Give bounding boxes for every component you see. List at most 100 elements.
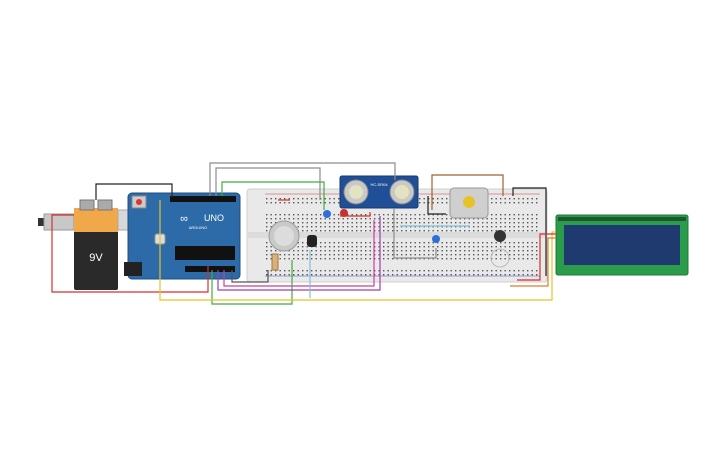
breadboard-hole: [405, 246, 407, 248]
breadboard-hole: [522, 218, 524, 220]
breadboard-hole: [491, 242, 493, 244]
potentiometer[interactable]: [268, 220, 300, 252]
breadboard-hole: [495, 250, 497, 252]
breadboard-hole: [513, 246, 515, 248]
breadboard-hole: [414, 242, 416, 244]
wire-red-right: [517, 233, 556, 281]
ultrasonic-sensor[interactable]: HC-SR04: [339, 175, 419, 209]
breadboard-hole: [306, 254, 308, 256]
breadboard-hole: [306, 202, 308, 204]
breadboard-hole: [360, 246, 362, 248]
breadboard-hole: [414, 258, 416, 260]
breadboard-hole: [360, 270, 362, 272]
breadboard-hole: [396, 258, 398, 260]
breadboard-hole: [500, 242, 502, 244]
breadboard-hole: [446, 222, 448, 224]
breadboard-hole: [468, 254, 470, 256]
breadboard-hole: [270, 222, 272, 224]
breadboard-hole: [338, 242, 340, 244]
battery-9v[interactable]: 9V: [38, 199, 118, 290]
breadboard-hole: [491, 198, 493, 200]
breadboard-hole: [342, 270, 344, 272]
blue-led-right[interactable]: [432, 235, 440, 243]
breadboard-hole: [527, 218, 529, 220]
red-led[interactable]: [340, 209, 348, 217]
breadboard-hole: [518, 202, 520, 204]
breadboard-hole: [378, 222, 380, 224]
breadboard-hole: [338, 258, 340, 260]
breadboard-hole: [338, 198, 340, 200]
breadboard-hole: [495, 226, 497, 228]
breadboard-hole: [365, 274, 367, 276]
breadboard-hole: [329, 250, 331, 252]
breadboard-hole: [383, 270, 385, 272]
breadboard-hole: [333, 250, 335, 252]
breadboard-hole: [342, 274, 344, 276]
breadboard-hole: [275, 202, 277, 204]
blue-led-left[interactable]: [323, 210, 331, 218]
breadboard-hole: [441, 258, 443, 260]
breadboard-hole: [513, 222, 515, 224]
breadboard-hole: [365, 250, 367, 252]
breadboard-hole: [401, 242, 403, 244]
lcd-display[interactable]: [555, 214, 689, 276]
breadboard-hole: [279, 202, 281, 204]
dc-motor[interactable]: [449, 187, 489, 219]
breadboard-hole: [518, 242, 520, 244]
breadboard-hole: [320, 246, 322, 248]
breadboard-hole: [455, 222, 457, 224]
breadboard-hole: [459, 222, 461, 224]
breadboard-hole: [509, 222, 511, 224]
breadboard-hole: [518, 222, 520, 224]
breadboard-hole: [369, 274, 371, 276]
breadboard-hole: [527, 202, 529, 204]
breadboard-hole: [513, 214, 515, 216]
breadboard-hole: [329, 198, 331, 200]
photoresistor[interactable]: [490, 230, 510, 268]
breadboard-hole: [410, 222, 412, 224]
breadboard-hole: [522, 222, 524, 224]
breadboard-hole: [275, 214, 277, 216]
breadboard-hole: [477, 242, 479, 244]
breadboard-hole: [405, 242, 407, 244]
breadboard-hole: [338, 214, 340, 216]
breadboard-hole: [509, 214, 511, 216]
breadboard-hole: [450, 258, 452, 260]
breadboard-hole: [365, 242, 367, 244]
breadboard-hole: [504, 254, 506, 256]
breadboard-hole: [536, 258, 538, 260]
breadboard-hole: [311, 218, 313, 220]
breadboard-hole: [491, 218, 493, 220]
wire-black-right: [512, 187, 547, 276]
arduino-uno[interactable]: ∞ UNO ARDUINO: [124, 192, 241, 280]
breadboard-hole: [315, 246, 317, 248]
breadboard-hole: [320, 218, 322, 220]
breadboard-hole: [392, 246, 394, 248]
breadboard-hole: [324, 198, 326, 200]
wire-purple: [217, 216, 381, 291]
breadboard-hole: [473, 274, 475, 276]
breadboard-hole: [491, 274, 493, 276]
breadboard-hole: [518, 230, 520, 232]
breadboard-hole: [374, 270, 376, 272]
transistor[interactable]: [307, 235, 317, 247]
breadboard-hole: [338, 222, 340, 224]
breadboard-hole: [270, 246, 272, 248]
breadboard-hole: [387, 254, 389, 256]
breadboard-hole: [509, 198, 511, 200]
breadboard-hole: [423, 230, 425, 232]
breadboard-hole: [378, 250, 380, 252]
breadboard-hole: [437, 218, 439, 220]
breadboard-hole: [297, 258, 299, 260]
breadboard-hole: [464, 258, 466, 260]
breadboard-hole: [360, 242, 362, 244]
breadboard-hole: [333, 218, 335, 220]
breadboard-hole: [428, 226, 430, 228]
resistor[interactable]: [271, 253, 279, 271]
breadboard-hole: [270, 250, 272, 252]
breadboard-hole: [333, 242, 335, 244]
breadboard-hole: [279, 274, 281, 276]
breadboard-hole: [342, 246, 344, 248]
breadboard-hole: [450, 222, 452, 224]
breadboard-hole: [279, 270, 281, 272]
